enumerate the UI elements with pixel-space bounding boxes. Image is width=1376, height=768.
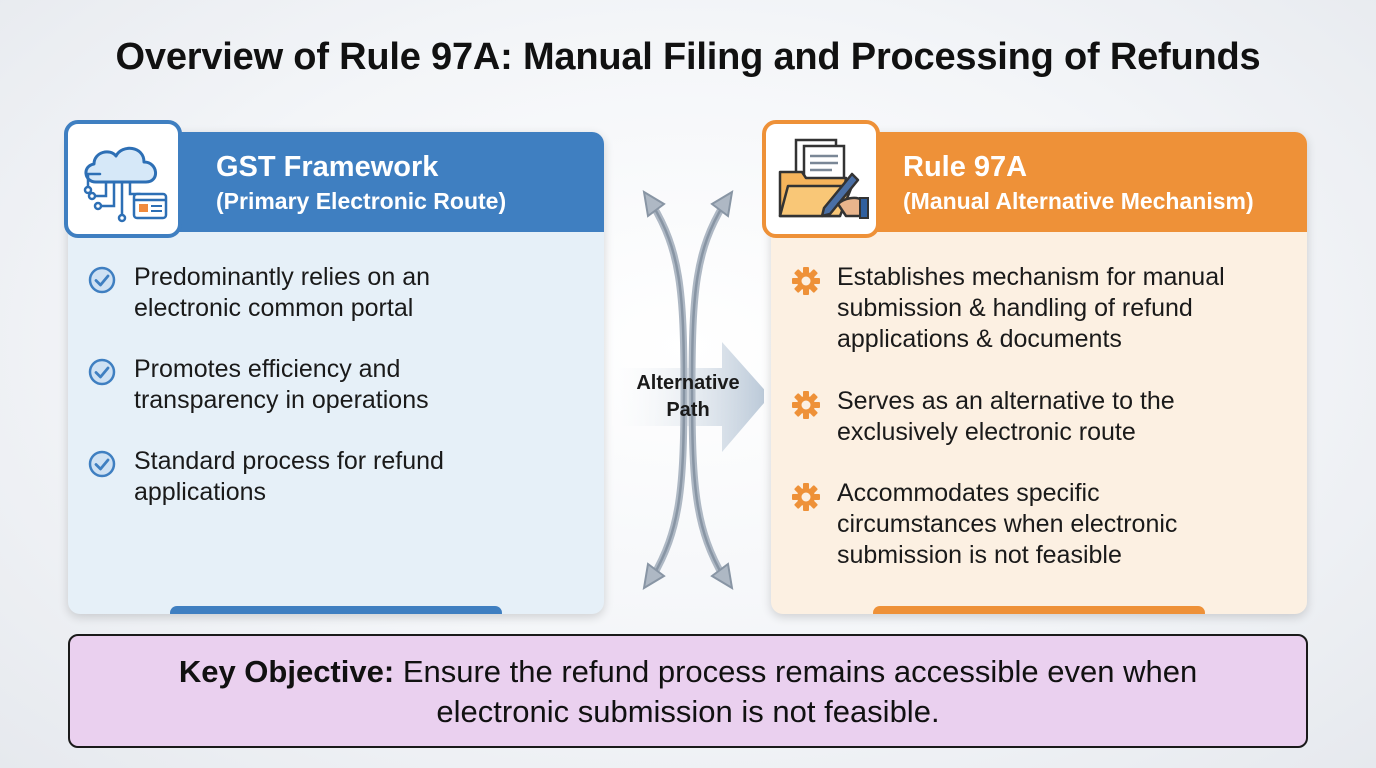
check-circle-icon (88, 266, 116, 302)
rule-97a-card: Rule 97A (Manual Alternative Mechanism) … (771, 132, 1307, 614)
key-objective-box: Key Objective: Ensure the refund process… (68, 634, 1308, 748)
gear-icon (791, 482, 821, 520)
page-title: Overview of Rule 97A: Manual Filing and … (115, 36, 1261, 78)
list-item: Predominantly relies on an electronic co… (88, 262, 430, 324)
card-accent-bar (170, 606, 502, 614)
check-circle-icon (88, 450, 116, 486)
list-item: Accommodates specific circumstances when… (792, 478, 1177, 571)
gear-icon (791, 266, 821, 304)
list-item: Establishes mechanism for manual submiss… (792, 262, 1225, 355)
key-objective-label: Key Objective: (178, 654, 395, 689)
key-objective-text-line1: Ensure the refund process remains access… (402, 654, 1198, 689)
card-heading: GST Framework (216, 151, 439, 183)
card-subheading: (Primary Electronic Route) (216, 188, 507, 214)
check-circle-icon (88, 358, 116, 394)
card-accent-bar (873, 606, 1205, 614)
arrowhead-icon (642, 190, 734, 590)
gear-icon (791, 390, 821, 428)
folder-document-icon (762, 120, 880, 238)
card-subheading: (Manual Alternative Mechanism) (903, 188, 1254, 214)
right-arrow-icon (612, 342, 764, 452)
key-objective-text-line2: electronic submission is not feasible. (436, 694, 940, 729)
alternative-path-label: Alternative Path (636, 372, 740, 421)
cloud-network-icon (64, 120, 182, 238)
list-item: Standard process for refund applications (88, 446, 444, 508)
gst-framework-card: GST Framework (Primary Electronic Route)… (68, 132, 604, 614)
card-heading: Rule 97A (903, 151, 1028, 183)
list-item: Serves as an alternative to the exclusiv… (792, 386, 1175, 448)
alternative-path-diagram (612, 190, 764, 590)
list-item: Promotes efficiency and transparency in … (88, 354, 429, 416)
